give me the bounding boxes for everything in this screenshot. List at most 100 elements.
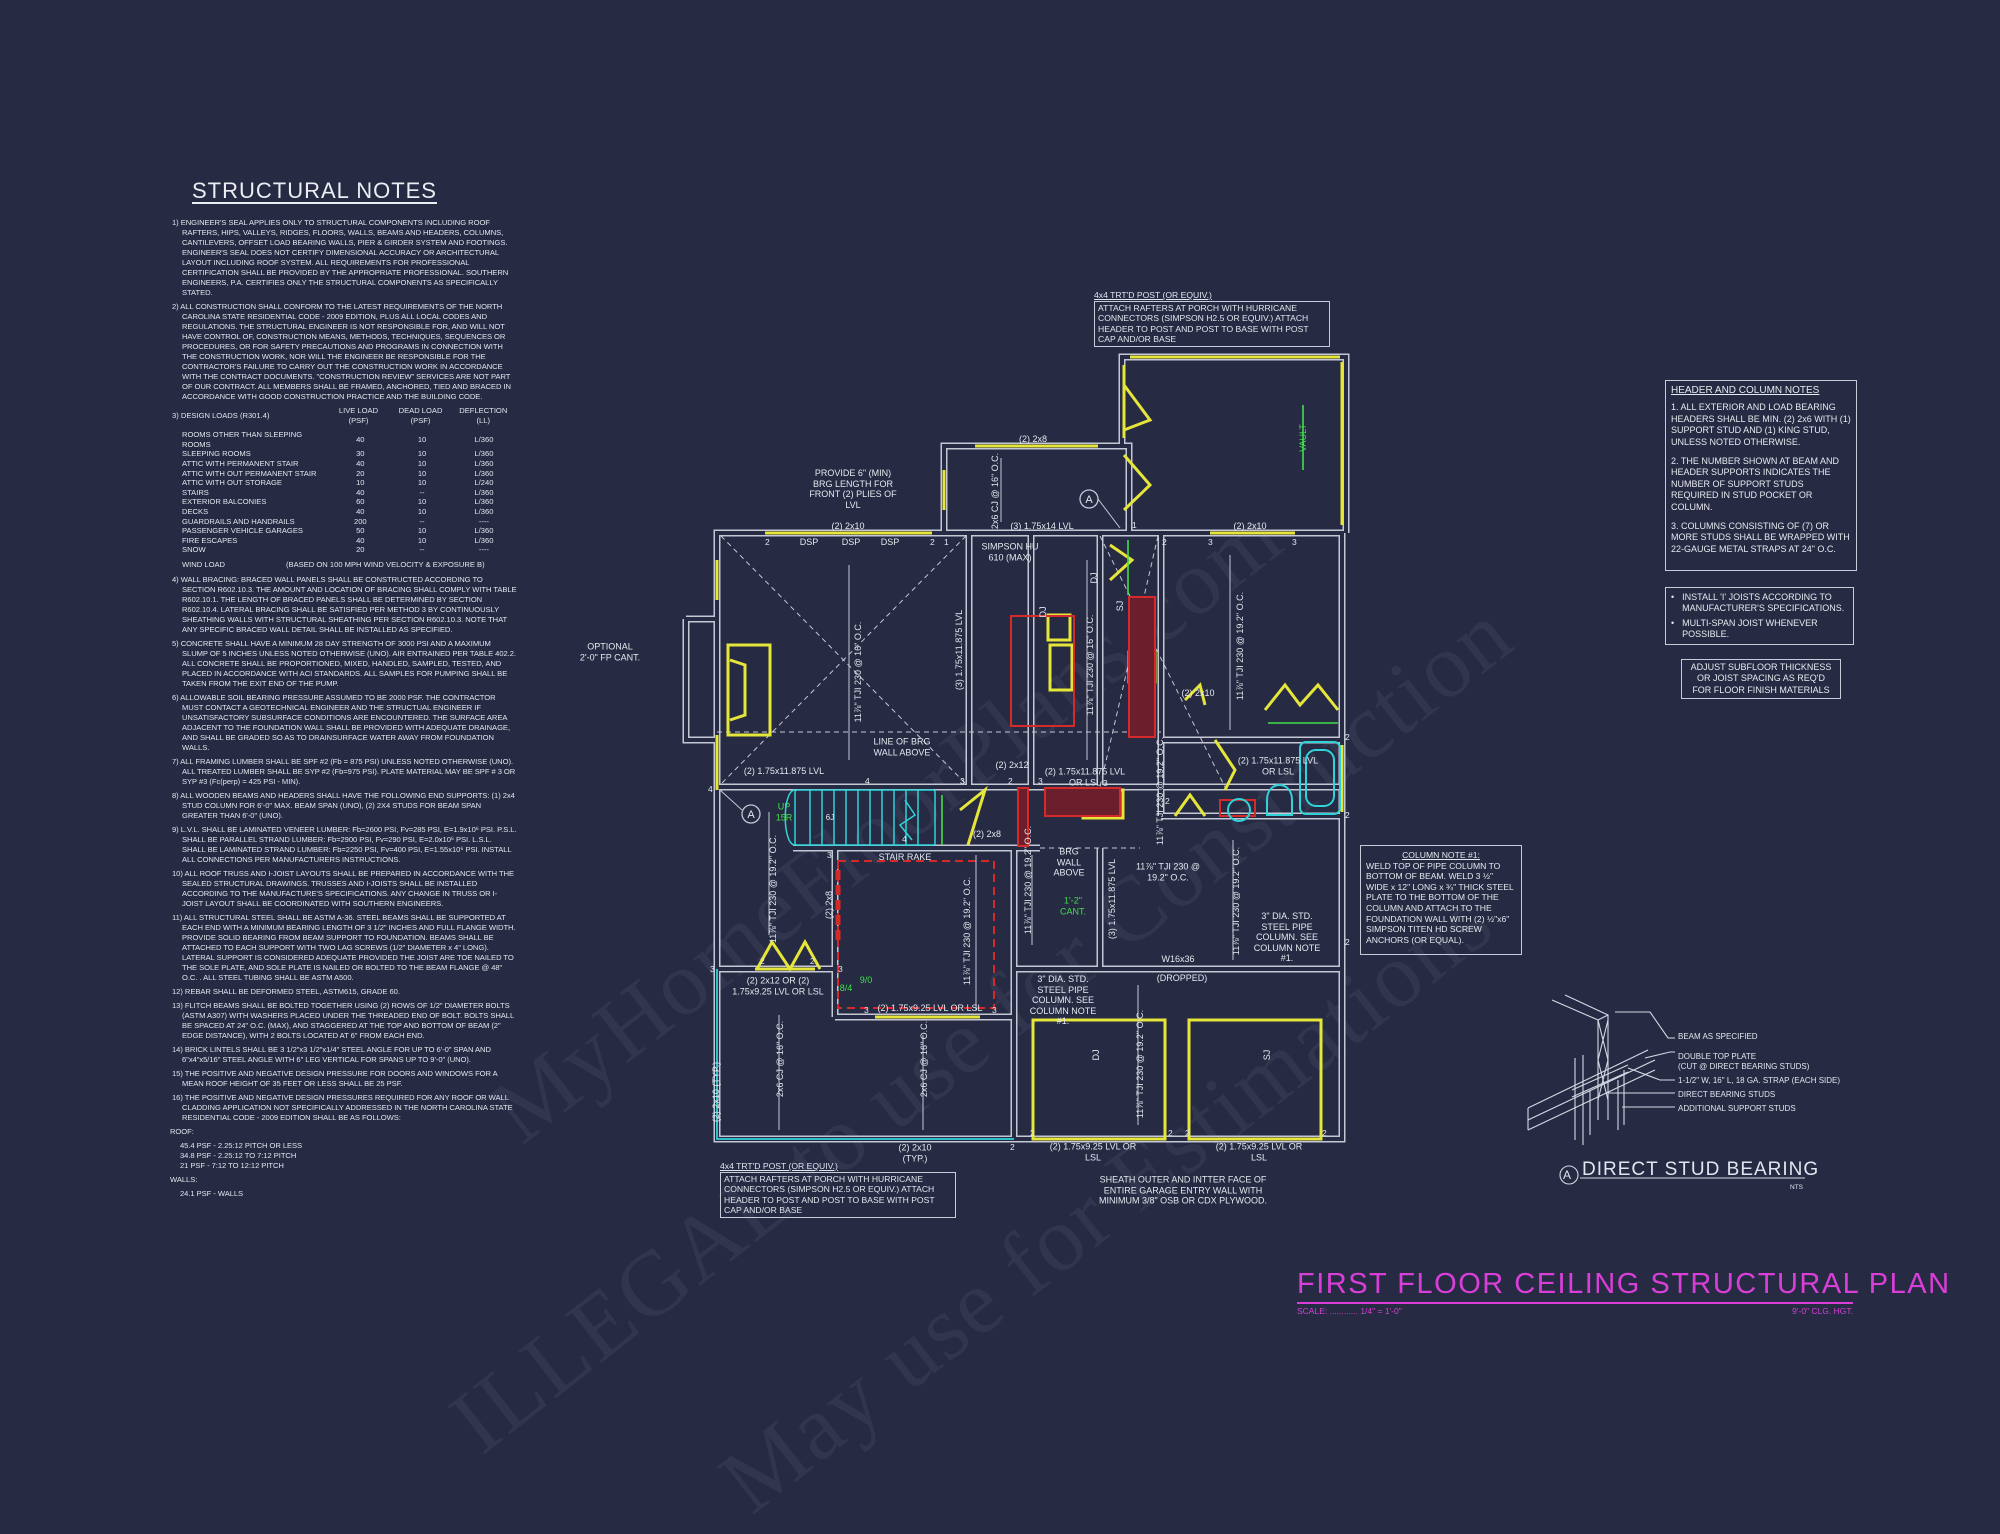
stud-count: 3 — [1208, 537, 1213, 547]
load-value: -- — [419, 545, 425, 555]
load-type: EXTERIOR BALCONIES — [182, 497, 267, 507]
header-note-item: 3. COLUMNS CONSISTING OF (7) OR MORE STU… — [1671, 521, 1850, 554]
note-item: 11) ALL STRUCTURAL STEEL SHALL BE ASTM A… — [172, 912, 516, 982]
col-deflection: DEFLECTION (LL) — [459, 406, 508, 425]
load-value: 20 — [356, 545, 365, 555]
beam-label: (2) 1.75x9.25 LVL OR LSL — [877, 1002, 983, 1013]
section-marker-a[interactable]: A A — [719, 489, 1121, 824]
dj-label: DJ — [1090, 1049, 1101, 1061]
sj-label: SJ — [1114, 600, 1125, 612]
porch-note-text: ATTACH RAFTERS AT PORCH WITH HURRICANE C… — [1094, 300, 1330, 347]
load-value: L/360 — [474, 526, 494, 536]
load-type: DECKS — [182, 506, 209, 516]
wind-load-value: (BASED ON 100 MPH WIND VELOCITY & EXPOSU… — [286, 559, 485, 569]
joist-label: 11⅞" TJI 230 @ 19.2" O.C. — [1134, 1009, 1145, 1119]
dj-label: DJ — [1088, 572, 1099, 584]
stud-count: 1 — [944, 537, 949, 547]
green-marks — [941, 405, 1338, 845]
stud-count: 2 — [1008, 776, 1013, 786]
load-value: L/360 — [474, 487, 494, 497]
porch-outline — [716, 969, 1014, 1140]
header-column-notes-title: HEADER AND COLUMN NOTES — [1671, 385, 1820, 396]
beam-label: (3) 1.75x11.875 LVL — [1106, 858, 1117, 940]
header-label: (2) 2x12 OR (2) 1.75x9.25 LVL OR LSL — [732, 975, 824, 997]
load-type: GUARDRAILS AND HANDRAILS — [182, 516, 295, 526]
load-value: -- — [419, 487, 425, 497]
load-type: SLEEPING ROOMS — [182, 449, 251, 459]
kitchen-island-and-counters — [835, 596, 1256, 1009]
steel-beam-label: W16x36 — [1161, 953, 1195, 964]
wind-load-label: WIND LOAD — [182, 559, 226, 569]
column-note-text: WELD TOP OF PIPE COLUMN TO BOTTOM OF BEA… — [1366, 860, 1514, 945]
pipe-column-note: 3" DIA. STD. STEEL PIPE COLUMN. SEE COLU… — [1253, 910, 1321, 963]
load-value: 10 — [417, 458, 427, 468]
stud-count: 3 — [992, 1005, 997, 1015]
joist-label: 11⅞" TJI 230 @ 19.2" O.C. — [767, 834, 778, 944]
detail-title: DIRECT STUD BEARING — [1582, 1159, 1820, 1180]
stud-count: 2 — [1010, 1142, 1015, 1152]
stair-rake-label: STAIR RAKE — [878, 851, 932, 862]
load-value: 10 — [356, 478, 365, 488]
span-arrows — [768, 458, 1234, 1130]
beam-label: (3) 1.75x14 LVL — [1010, 520, 1074, 531]
dsp-label: DSP — [799, 536, 819, 547]
stud-count: 2 — [1185, 1128, 1190, 1138]
stud-count: 3 — [710, 964, 715, 974]
note-item: 13) FLITCH BEAMS SHALL BE BOLTED TOGETHE… — [172, 1000, 514, 1040]
detail-callout: BEAM AS SPECIFIED — [1678, 1032, 1758, 1041]
load-type: ATTIC WITH PERMANENT STAIR — [182, 458, 299, 468]
detail-callout: ADDITIONAL SUPPORT STUDS — [1678, 1104, 1796, 1113]
stud-count: 1 — [1132, 520, 1137, 530]
header-note-item: 2. THE NUMBER SHOWN AT BEAM AND HEADER S… — [1671, 456, 1840, 512]
stud-count: 3 — [827, 850, 832, 860]
load-type: ATTIC WITH OUT PERMANENT STAIR — [182, 468, 317, 478]
stud-count: 2 — [1030, 1128, 1035, 1138]
stud-count: 3 — [1103, 778, 1108, 788]
note-16-line: 21 PSF - 7:12 TO 12:12 PITCH — [180, 1160, 284, 1170]
load-value: 40 — [356, 434, 365, 444]
pipe-column-note: 3" DIA. STD. STEEL PIPE COLUMN. SEE COLU… — [1029, 973, 1097, 1026]
note-item: 12) REBAR SHALL BE DEFORMED STEEL, ASTM6… — [172, 986, 400, 996]
load-value: 40 — [356, 535, 365, 545]
stud-count: 4 — [708, 784, 713, 794]
header-column-notes: HEADER AND COLUMN NOTES 1. ALL EXTERIOR … — [1665, 380, 1857, 571]
header-label: (2) 2x10 — [831, 520, 865, 531]
dsp-label: DSP — [880, 536, 900, 547]
stair-up-label: UP 15R — [775, 801, 793, 823]
load-value: 10 — [417, 535, 427, 545]
joist-label: 2x6 CJ @ 16" O.C. — [774, 1020, 785, 1098]
porch-post-label: 4x4 TRT'D POST (OR EQUIV.) — [720, 1161, 838, 1171]
note-item: 14) BRICK LINTELS SHALL BE 3 1/2"x3 1/2"… — [172, 1044, 491, 1064]
subfloor-note: ADJUST SUBFLOOR THICKNESS OR JOIST SPACI… — [1681, 659, 1841, 699]
stud-count: 3 — [1292, 537, 1297, 547]
windows-and-doors — [715, 355, 1344, 1141]
load-value: 10 — [417, 506, 427, 516]
note-item: 10) ALL ROOF TRUSS AND I-JOIST LAYOUTS S… — [172, 868, 515, 908]
joist-label: 11⅞" TJI 230 @ 19.2" O.C. — [961, 876, 972, 986]
header-note-item: 1. ALL EXTERIOR AND LOAD BEARING HEADERS… — [1671, 402, 1851, 447]
load-type: SNOW — [182, 545, 206, 555]
stud-count: 2 — [1345, 810, 1350, 820]
joist-label: 11⅞" TJI 230 @ 19.2" O.C. — [1022, 825, 1033, 935]
beam-label: (3) 1.75x11.875 LVL — [953, 609, 964, 691]
garage-header-label: (2) 1.75x9.25 LVL OR LSL — [1215, 1141, 1303, 1163]
note-16-line: 24.1 PSF - WALLS — [180, 1188, 244, 1198]
stud-count: 2 — [1168, 1128, 1173, 1138]
joist-label: 2x6 CJ @ 16" O.C. — [989, 452, 1000, 530]
stud-count: 2 — [930, 537, 935, 547]
joist-label: 2x6 CJ @ 16" O.C. — [918, 1020, 929, 1098]
stud-count: 2 — [1345, 937, 1350, 947]
drawing-title-block: FIRST FLOOR CEILING STRUCTURAL PLAN SCAL… — [1297, 1268, 1949, 1316]
load-value: 40 — [356, 506, 365, 516]
direct-stud-bearing-detail — [1527, 994, 1805, 1185]
joist-label: 11⅞" TJI 230 @ 19.2" O.C. — [1230, 846, 1241, 956]
